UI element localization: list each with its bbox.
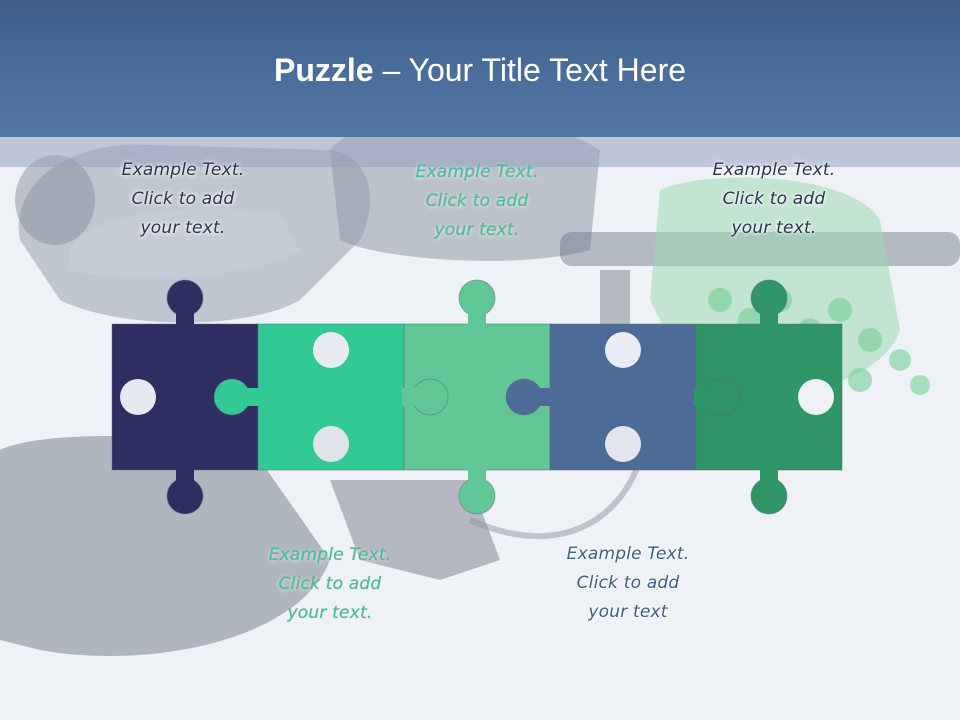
caption-line: your text. [287, 603, 373, 623]
caption-line: your text. [140, 218, 226, 238]
title-bar [0, 0, 960, 137]
puzzle-piece-3[interactable] [402, 279, 551, 515]
caption-line: Click to add [131, 189, 235, 209]
slide-title-bold: Puzzle [273, 52, 374, 88]
caption-top-1[interactable]: Example Text. Click to add your text. [98, 156, 268, 243]
puzzle-notches [120, 332, 834, 462]
puzzle-piece-1[interactable] [111, 279, 259, 515]
puzzle-piece-5[interactable] [694, 279, 843, 515]
caption-line: Click to add [722, 189, 826, 209]
caption-top-3[interactable]: Example Text. Click to add your text. [392, 158, 562, 245]
caption-line: Example Text. [268, 545, 392, 565]
caption-line: Example Text. [566, 544, 690, 564]
caption-line: Click to add [576, 573, 680, 593]
caption-line: Click to add [425, 191, 529, 211]
slide-title[interactable]: Puzzle – Your Title Text Here [0, 48, 960, 92]
caption-bottom-2[interactable]: Example Text. Click to add your text. [245, 541, 415, 628]
caption-top-5[interactable]: Example Text. Click to add your text. [689, 156, 859, 243]
caption-bottom-4[interactable]: Example Text. Click to add your text [543, 540, 713, 627]
caption-line: Example Text. [121, 160, 245, 180]
caption-line: Click to add [278, 574, 382, 594]
slide-title-rest: – Your Title Text Here [373, 52, 687, 88]
caption-line: Example Text. [712, 160, 836, 180]
caption-line: your text. [434, 220, 520, 240]
caption-line: Example Text. [415, 162, 539, 182]
caption-line: your text. [731, 218, 817, 238]
caption-line: your text [588, 602, 668, 622]
title-bar-strip [0, 137, 960, 167]
